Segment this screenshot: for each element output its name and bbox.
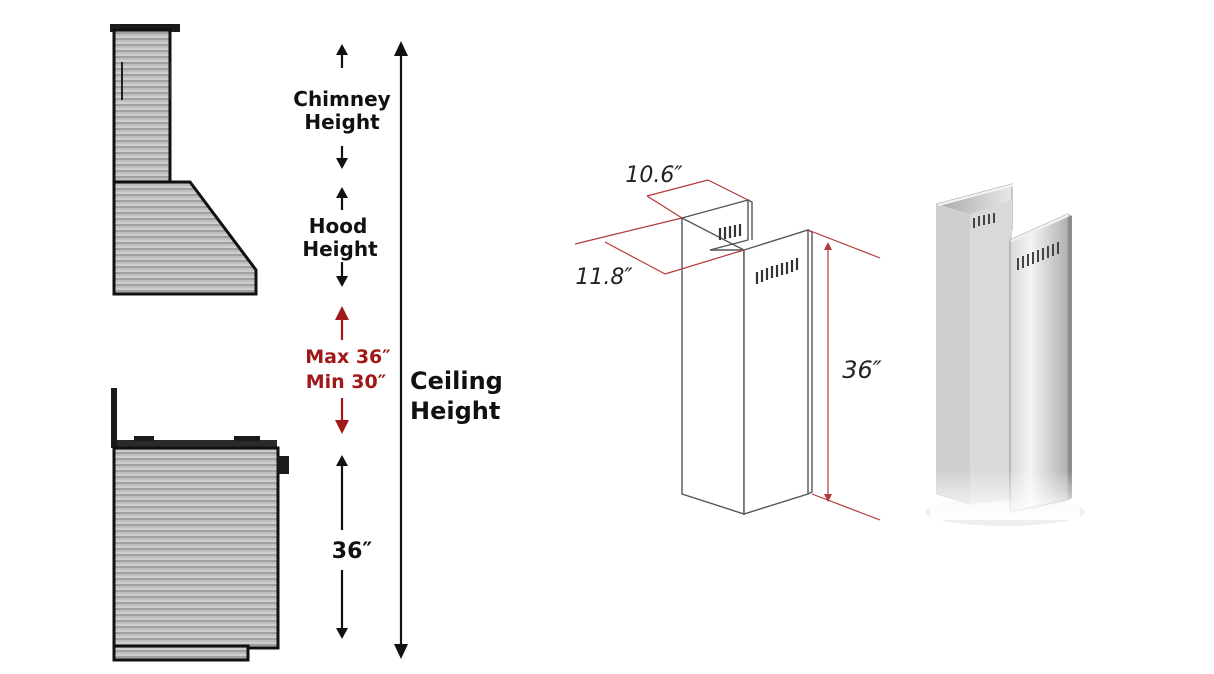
hood-chimney-cap: [110, 24, 180, 32]
hood-height-label-line2: Height: [302, 237, 378, 261]
chimney-line-drawing: [681, 199, 813, 515]
range-drawing: [111, 388, 289, 662]
clearance-arrows: [335, 306, 349, 434]
dimension-lines: [574, 179, 881, 521]
range-height-label: 36″: [332, 539, 373, 564]
range-cooktop: [117, 440, 277, 450]
max-clearance-label: Max 36″: [305, 346, 391, 368]
hood-chimney-body: [112, 28, 172, 184]
measurement-arrows: [336, 41, 408, 659]
product-vents: [973, 213, 1059, 270]
chimney-height-label-line1: Chimney: [293, 87, 390, 111]
range-body: [112, 446, 280, 650]
range-base: [112, 644, 250, 662]
min-clearance-label: Min 30″: [306, 371, 387, 393]
dimension-ticks: [824, 242, 832, 502]
width-dimension-label: 11.8″: [575, 265, 633, 290]
hood-drawing: [110, 24, 258, 296]
chimney-product-photo: [925, 183, 1085, 526]
ceiling-height-label-line1: Ceiling: [410, 367, 503, 395]
range-backguard: [111, 388, 117, 448]
hood-canopy: [112, 180, 258, 296]
depth-dimension-label: 10.6″: [625, 163, 683, 188]
range-knob: [277, 456, 289, 474]
chimney-vents: [718, 224, 799, 284]
chimney-height-label-line2: Height: [304, 110, 380, 134]
height-dimension-label: 36″: [842, 356, 882, 384]
hood-height-label-line1: Hood: [309, 214, 368, 238]
ceiling-height-label-line2: Height: [410, 397, 500, 425]
